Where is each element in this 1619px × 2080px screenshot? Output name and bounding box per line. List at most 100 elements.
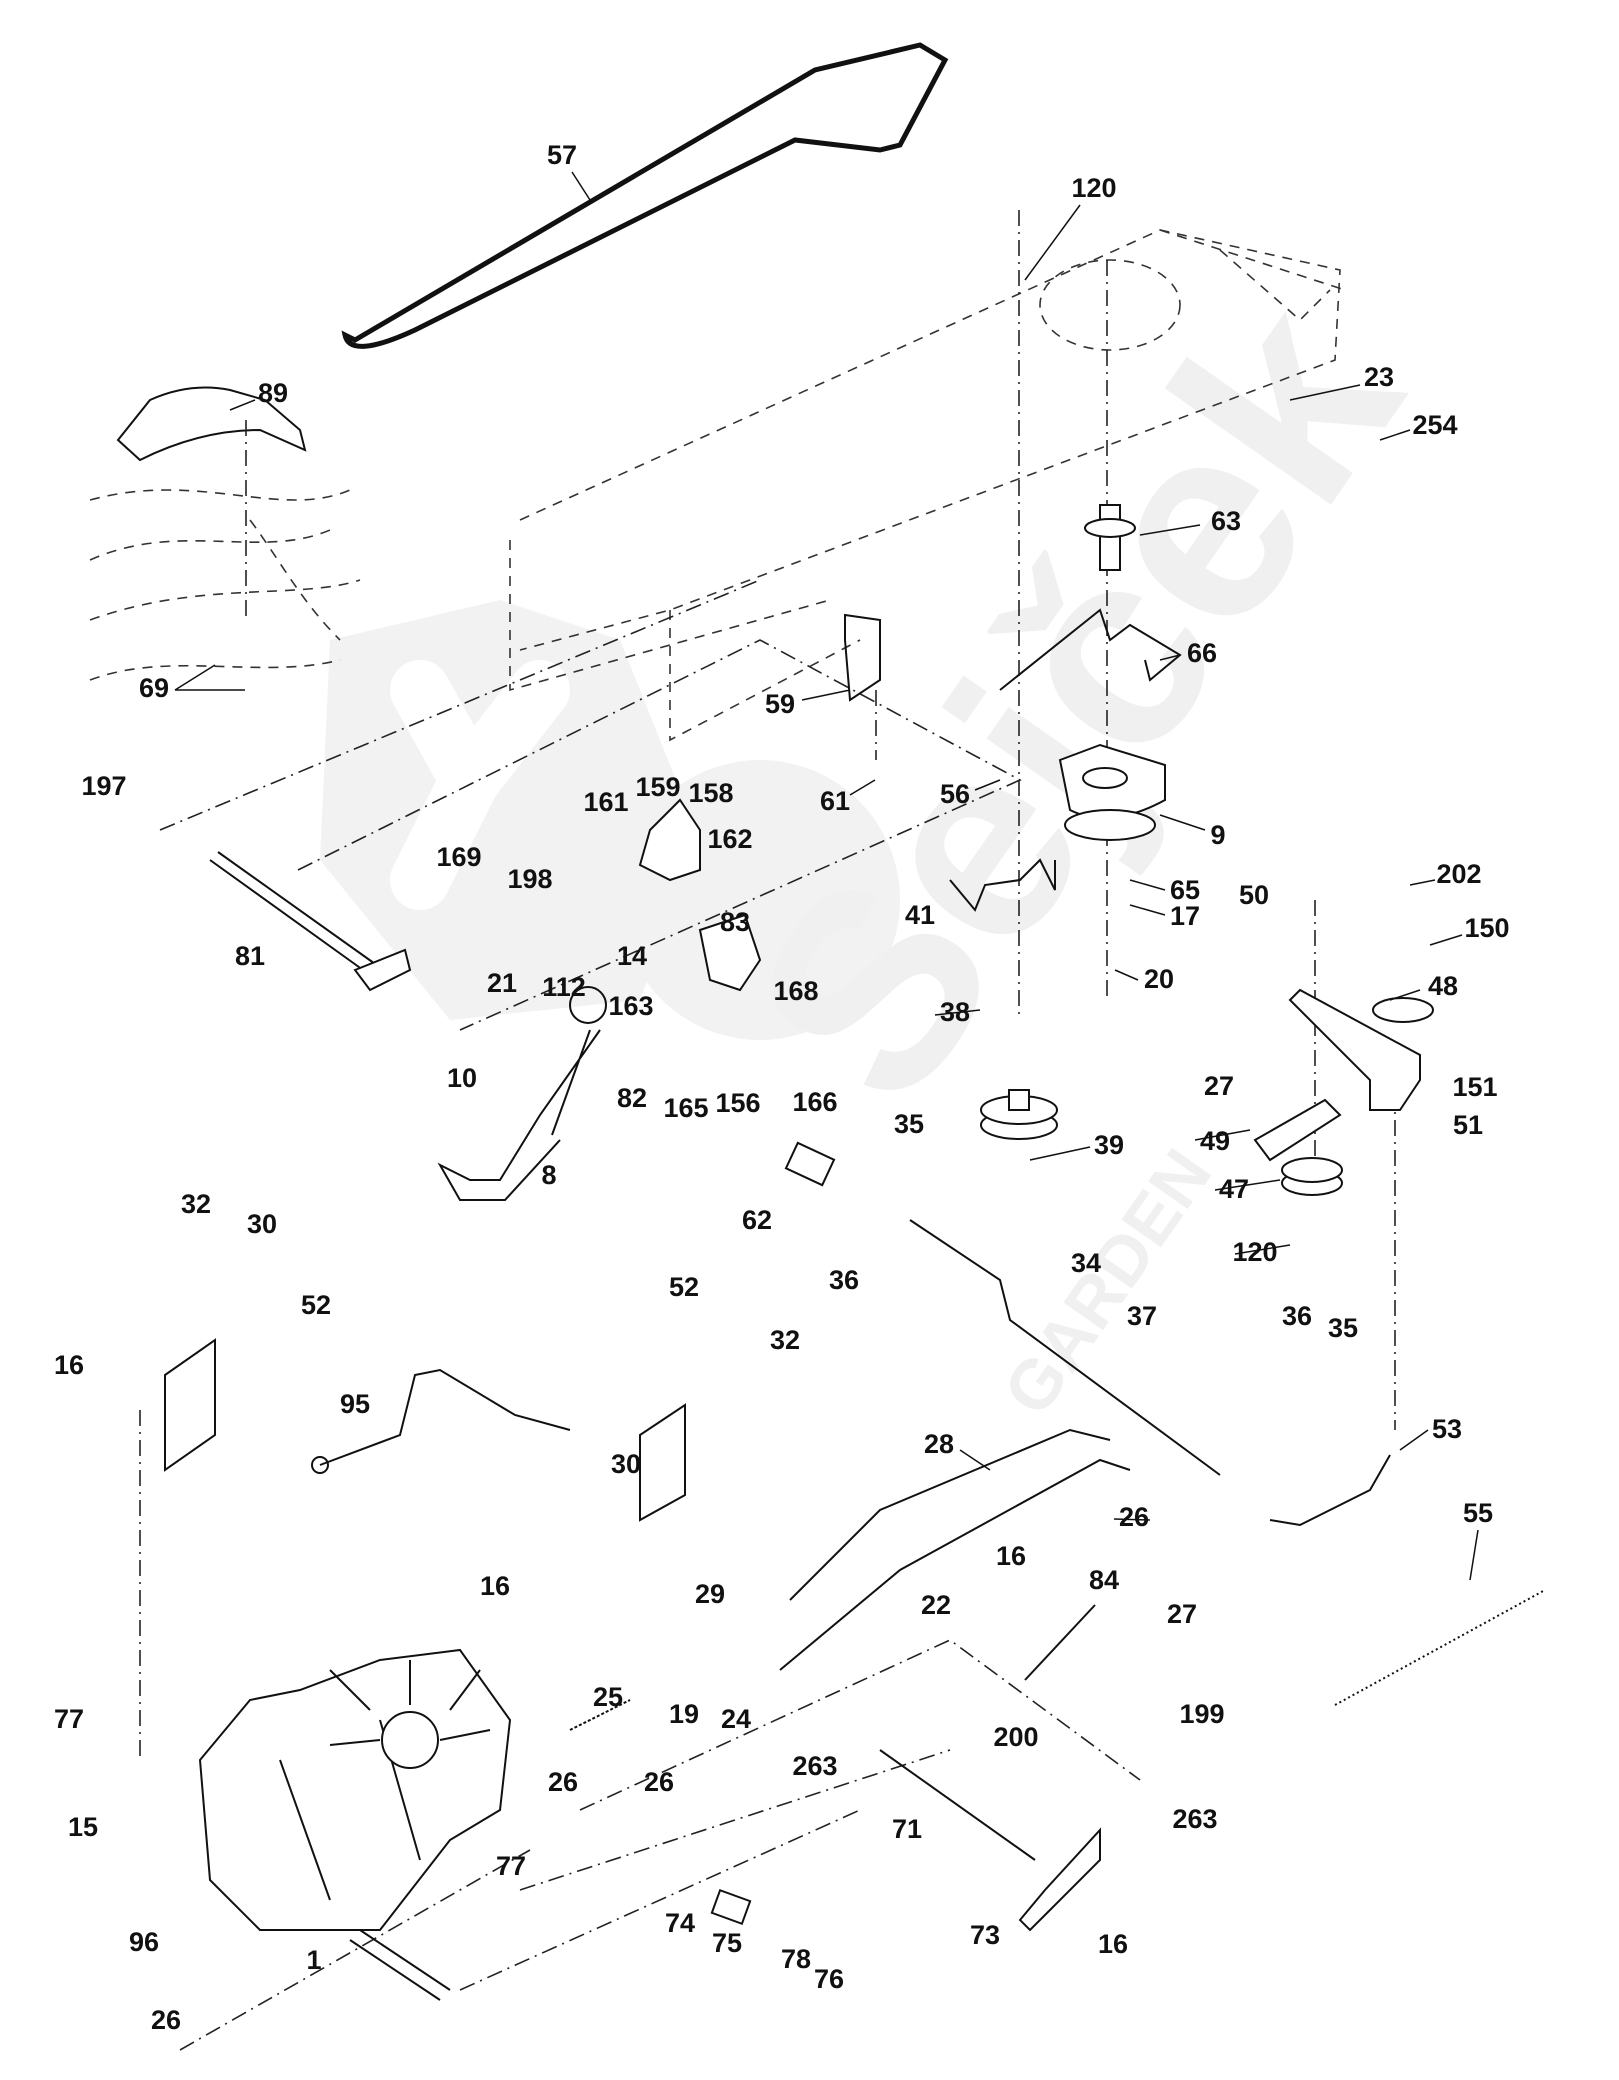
callout-89[interactable]: 89 — [258, 378, 288, 408]
callout-56[interactable]: 56 — [940, 779, 970, 809]
callout-29[interactable]: 29 — [695, 1579, 725, 1609]
callout-120-lower[interactable]: 120 — [1232, 1237, 1277, 1267]
callout-9[interactable]: 9 — [1210, 820, 1225, 850]
callout-27[interactable]: 27 — [1204, 1071, 1234, 1101]
callout-26[interactable]: 26 — [1119, 1502, 1149, 1532]
callout-55[interactable]: 55 — [1463, 1498, 1493, 1528]
callout-263[interactable]: 263 — [792, 1751, 837, 1781]
callout-20[interactable]: 20 — [1144, 964, 1174, 994]
callout-25[interactable]: 25 — [593, 1682, 623, 1712]
callout-74[interactable]: 74 — [665, 1908, 695, 1938]
callout-120[interactable]: 120 — [1071, 173, 1116, 203]
callout-84[interactable]: 84 — [1089, 1565, 1119, 1595]
callout-14[interactable]: 14 — [617, 941, 647, 971]
callout-10[interactable]: 10 — [447, 1063, 477, 1093]
callout-62[interactable]: 62 — [742, 1205, 772, 1235]
callout-26-c[interactable]: 26 — [644, 1767, 674, 1797]
callout-26-b[interactable]: 26 — [548, 1767, 578, 1797]
callout-34[interactable]: 34 — [1071, 1248, 1101, 1278]
callout-1[interactable]: 1 — [306, 1945, 321, 1975]
callout-63[interactable]: 63 — [1211, 506, 1241, 536]
callout-19[interactable]: 19 — [669, 1699, 699, 1729]
callout-77[interactable]: 77 — [54, 1704, 84, 1734]
callout-17[interactable]: 17 — [1170, 901, 1200, 931]
callout-57[interactable]: 57 — [547, 140, 577, 170]
callout-76[interactable]: 76 — [814, 1964, 844, 1994]
callout-169[interactable]: 169 — [436, 842, 481, 872]
callout-198[interactable]: 198 — [507, 864, 552, 894]
callout-82[interactable]: 82 — [617, 1083, 647, 1113]
callout-66[interactable]: 66 — [1187, 638, 1217, 668]
callout-73[interactable]: 73 — [970, 1920, 1000, 1950]
callout-32[interactable]: 32 — [181, 1189, 211, 1219]
callout-71[interactable]: 71 — [892, 1814, 922, 1844]
callout-168[interactable]: 168 — [773, 976, 818, 1006]
callout-165[interactable]: 165 — [663, 1093, 708, 1123]
callout-52-center[interactable]: 52 — [669, 1272, 699, 1302]
callout-65[interactable]: 65 — [1170, 875, 1200, 905]
callout-150[interactable]: 150 — [1464, 913, 1509, 943]
callout-59[interactable]: 59 — [765, 689, 795, 719]
callout-263-b[interactable]: 263 — [1172, 1804, 1217, 1834]
callout-151[interactable]: 151 — [1452, 1072, 1497, 1102]
drive-belt — [341, 42, 949, 349]
callout-39[interactable]: 39 — [1094, 1130, 1124, 1160]
callout-30-center[interactable]: 30 — [611, 1449, 641, 1479]
callout-96[interactable]: 96 — [129, 1927, 159, 1957]
callout-166[interactable]: 166 — [792, 1087, 837, 1117]
callout-48[interactable]: 48 — [1428, 971, 1458, 1001]
callout-16[interactable]: 16 — [54, 1350, 84, 1380]
callout-112[interactable]: 112 — [542, 972, 586, 1002]
callout-51[interactable]: 51 — [1453, 1110, 1483, 1140]
callout-37[interactable]: 37 — [1127, 1301, 1157, 1331]
callout-28[interactable]: 28 — [924, 1429, 954, 1459]
callout-163[interactable]: 163 — [608, 991, 653, 1021]
callout-81[interactable]: 81 — [235, 941, 265, 971]
seat-pan-bracket — [116, 386, 307, 462]
callout-158[interactable]: 158 — [688, 778, 733, 808]
callout-36-right[interactable]: 36 — [1282, 1301, 1312, 1331]
callout-77-b[interactable]: 77 — [496, 1851, 526, 1881]
callout-8[interactable]: 8 — [541, 1160, 556, 1190]
callout-156[interactable]: 156 — [715, 1088, 760, 1118]
callout-197[interactable]: 197 — [81, 771, 126, 801]
callout-35[interactable]: 35 — [894, 1109, 924, 1139]
link-71 — [879, 1749, 1036, 1861]
callout-50[interactable]: 50 — [1239, 880, 1269, 910]
callout-15[interactable]: 15 — [68, 1812, 98, 1842]
callout-53[interactable]: 53 — [1432, 1414, 1462, 1444]
callout-23[interactable]: 23 — [1364, 362, 1394, 392]
callout-26-d[interactable]: 26 — [151, 2005, 181, 2035]
callout-32-center[interactable]: 32 — [770, 1325, 800, 1355]
leader-lines — [174, 171, 1479, 1581]
callout-78[interactable]: 78 — [781, 1944, 811, 1974]
callout-69[interactable]: 69 — [139, 673, 169, 703]
callout-24[interactable]: 24 — [721, 1704, 751, 1734]
callout-83[interactable]: 83 — [720, 907, 750, 937]
callout-200[interactable]: 200 — [993, 1722, 1038, 1752]
callout-95[interactable]: 95 — [340, 1389, 370, 1419]
callout-162[interactable]: 162 — [707, 824, 752, 854]
callout-22[interactable]: 22 — [921, 1590, 951, 1620]
callout-61[interactable]: 61 — [820, 786, 850, 816]
callout-41[interactable]: 41 — [905, 900, 935, 930]
callout-199[interactable]: 199 — [1179, 1699, 1224, 1729]
callout-36[interactable]: 36 — [829, 1265, 859, 1295]
callout-35-right[interactable]: 35 — [1328, 1313, 1358, 1343]
callout-16-c[interactable]: 16 — [480, 1571, 510, 1601]
callout-161[interactable]: 161 — [583, 787, 628, 817]
callout-202[interactable]: 202 — [1436, 859, 1481, 889]
bracket-81 — [353, 948, 412, 992]
callout-159[interactable]: 159 — [635, 772, 680, 802]
callout-16-d[interactable]: 16 — [1098, 1929, 1128, 1959]
callout-30[interactable]: 30 — [247, 1209, 277, 1239]
knob-21 — [569, 986, 607, 1024]
callout-21[interactable]: 21 — [487, 968, 517, 998]
callout-16-b[interactable]: 16 — [996, 1541, 1026, 1571]
callout-49[interactable]: 49 — [1200, 1126, 1230, 1156]
callout-52[interactable]: 52 — [301, 1290, 331, 1320]
belt-guide-41 — [949, 858, 1056, 912]
callout-254[interactable]: 254 — [1412, 410, 1457, 440]
callout-75[interactable]: 75 — [712, 1928, 742, 1958]
callout-27-lower[interactable]: 27 — [1167, 1599, 1197, 1629]
